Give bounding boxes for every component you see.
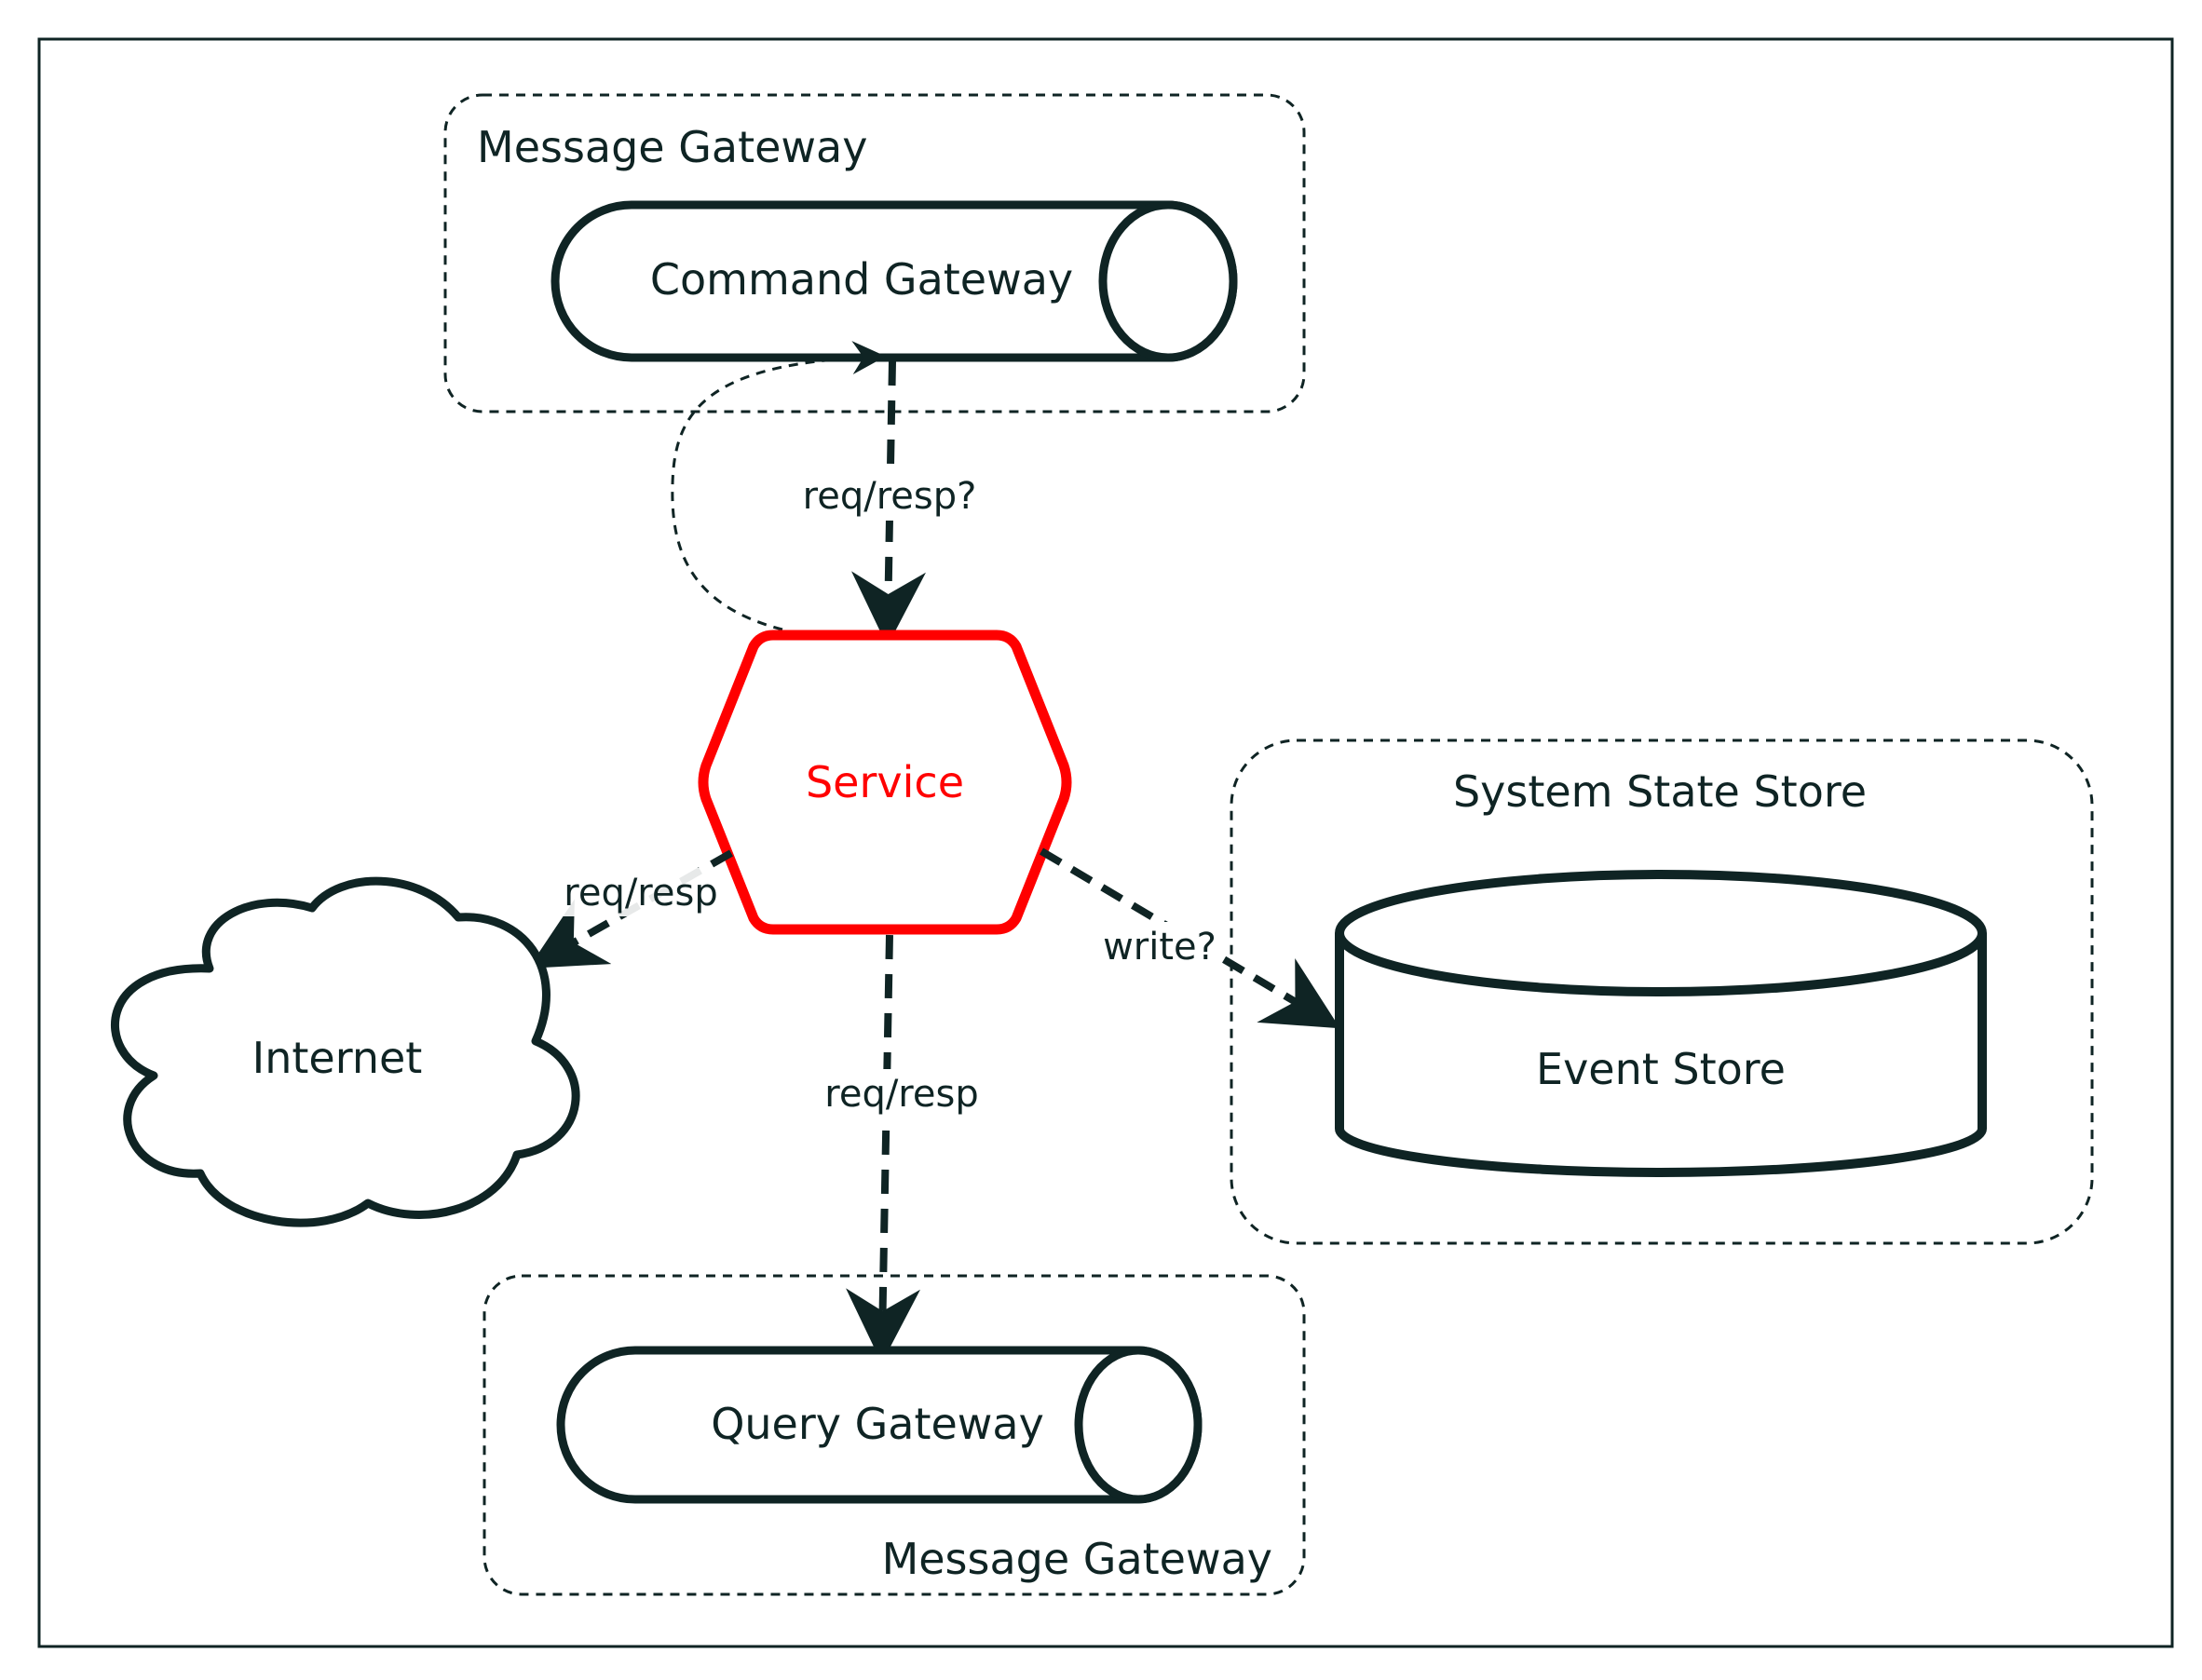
command-gateway-end: [1098, 200, 1238, 362]
service-hexagon: [698, 630, 1072, 935]
event-store-node[interactable]: Event Store: [1335, 870, 1987, 1177]
top-message-gateway-group[interactable]: Message Gateway: [443, 93, 1306, 413]
top-message-gateway-label: Message Gateway: [477, 122, 867, 172]
query-gateway-end: [1074, 1346, 1203, 1504]
service-node[interactable]: Service: [698, 630, 1072, 935]
system-state-store-group[interactable]: System State Store: [1230, 738, 2094, 1245]
service-label: Service: [806, 757, 964, 807]
service-to-command-return-edge: [671, 341, 886, 631]
query-edge-label-bg: [810, 1069, 978, 1119]
query-gateway-label: Query Gateway: [711, 1399, 1044, 1449]
internet-edge-label-bg: [557, 868, 725, 916]
internet-edge-label: req/resp: [564, 872, 717, 915]
top-message-gateway-boundary: [443, 93, 1306, 413]
command-edge-label: req/resp?: [803, 475, 977, 518]
service-to-query-edge: [846, 934, 921, 1363]
bottom-message-gateway-boundary: [483, 1274, 1306, 1596]
system-state-store-label: System State Store: [1453, 766, 1867, 817]
command-gateway-node[interactable]: Command Gateway: [550, 200, 1238, 362]
internet-cloud-shape: [110, 876, 580, 1227]
event-store-top: [1335, 870, 1987, 996]
command-gateway-label: Command Gateway: [650, 254, 1073, 305]
internet-node[interactable]: Internet: [110, 876, 580, 1227]
internet-label: Internet: [252, 1033, 423, 1083]
event-store-label: Event Store: [1536, 1044, 1786, 1094]
event-write-label: write?: [1103, 926, 1217, 969]
event-store-body: [1335, 933, 1987, 1177]
bottom-message-gateway-group[interactable]: Message Gateway: [483, 1274, 1306, 1596]
event-write-label-bg: [1099, 922, 1220, 972]
command-edge-label-bg: [792, 470, 987, 521]
query-edge-label: req/resp: [824, 1073, 978, 1116]
bottom-message-gateway-label: Message Gateway: [882, 1534, 1272, 1584]
query-gateway-node[interactable]: Query Gateway: [556, 1346, 1203, 1504]
